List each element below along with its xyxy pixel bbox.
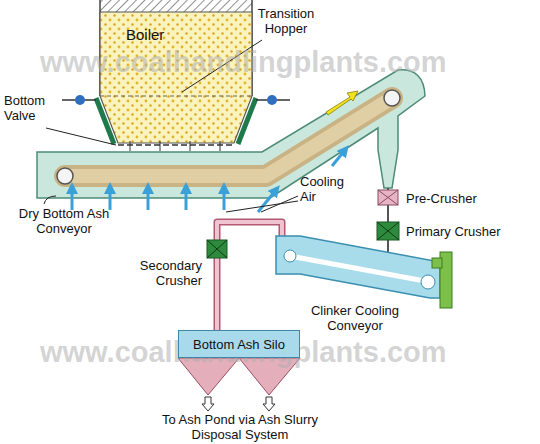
crushers-part — [378, 190, 398, 205]
node-text: Bottom Ash Silo — [185, 337, 293, 352]
part-label: Clinker Cooling Conveyor — [300, 303, 410, 333]
ash-pipe-part — [217, 222, 282, 330]
clinker-conveyor-part — [421, 275, 435, 289]
silo-hoppers-part — [263, 397, 275, 411]
boiler-vessel: Boiler — [100, 12, 252, 96]
bottom-valve-part — [190, 141, 191, 151]
leader-lines-part — [44, 196, 56, 204]
clinker-conveyor-part — [276, 236, 440, 298]
crushers-part — [377, 222, 399, 240]
clinker-conveyor — [276, 236, 452, 308]
part-label: Pre-Crusher — [406, 191, 477, 206]
cooling-air-arrows-part — [223, 188, 226, 210]
dry-conveyor-part — [65, 98, 392, 176]
caption-note: To Ash Pond via Ash Slurry Disposal Syst… — [145, 412, 335, 442]
watermark: www.coalhandlingplants.com — [40, 46, 447, 79]
dry-conveyor-part — [384, 90, 400, 106]
clinker-conveyor-part — [284, 250, 296, 262]
part-label: Secondary Crusher — [122, 258, 202, 288]
dry-conveyor-part — [57, 168, 73, 184]
clinker-conveyor-part — [432, 258, 442, 268]
part-label: Cooling Air — [300, 174, 352, 204]
bottom-valve-part — [160, 141, 161, 151]
part-label: Transition Hopper — [250, 6, 322, 36]
part-label: Primary Crusher — [406, 224, 501, 239]
hopper-support-part — [267, 95, 277, 105]
cooling-air-arrows-part — [147, 188, 150, 210]
part-label: Dry Bottom Ash Conveyor — [14, 206, 114, 236]
ash-pipe-part — [207, 240, 227, 258]
leader-lines-part — [226, 201, 298, 212]
dry-conveyor — [37, 70, 425, 198]
hopper-support-part — [75, 95, 85, 105]
dry-conveyor-part — [37, 70, 425, 198]
cooling-air-arrows-part — [332, 150, 345, 166]
boiler-body-part — [100, 96, 252, 97]
dry-conveyor-part — [65, 98, 392, 176]
crushers-part — [377, 222, 399, 240]
boiler-roof-part — [100, 0, 252, 12]
cooling-air-arrows-part — [185, 188, 188, 210]
bottom-valve — [118, 141, 234, 151]
dry-conveyor-part — [326, 91, 358, 115]
hopper-support-part — [238, 98, 256, 144]
silo-hoppers-part — [202, 397, 214, 411]
ash-pipe — [207, 222, 282, 330]
part-label: Bottom Valve — [4, 93, 56, 123]
bottom-valve-part — [118, 144, 234, 146]
bottom-valve-part — [130, 141, 131, 151]
bottom-valve-part — [220, 141, 221, 151]
hopper-support — [62, 95, 290, 144]
ash-pipe-part — [217, 222, 282, 330]
crushers-part — [378, 190, 398, 205]
node-text: Boiler — [126, 26, 252, 43]
clinker-conveyor-part — [290, 256, 430, 282]
cooling-air-arrows-part — [258, 190, 276, 212]
silo-box: Bottom Ash Silo — [178, 330, 300, 358]
ash-pipe-part — [207, 240, 227, 258]
hopper-support-part — [96, 98, 114, 144]
leader-lines-part — [46, 128, 116, 145]
